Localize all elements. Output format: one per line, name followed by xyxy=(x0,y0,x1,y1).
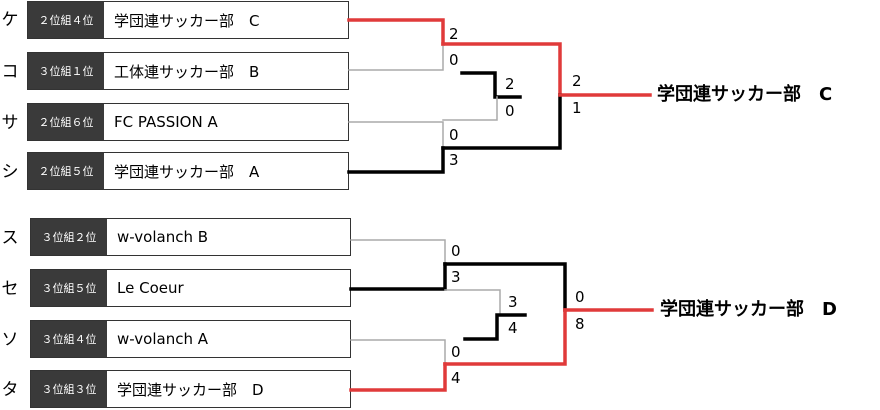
row-letter-ko: コ xyxy=(1,62,19,82)
line-g2-side-top xyxy=(444,289,501,316)
score-g1-r1-top-away: 0 xyxy=(449,51,459,69)
team-box-su: ３位組２位 w-volanch B xyxy=(30,218,351,256)
score-g1-r2-home: 2 xyxy=(505,75,515,93)
team-name: Le Coeur xyxy=(117,279,184,297)
team-name: FC PASSION A xyxy=(114,113,218,131)
row-letter-sa: サ xyxy=(1,113,19,133)
row-letter-so: ソ xyxy=(1,330,19,350)
team-name: 学団連サッカー部 A xyxy=(114,162,260,181)
line-ko-loss xyxy=(348,43,444,71)
row-letter-shi: シ xyxy=(1,162,19,182)
line-g2-final-bottom xyxy=(443,308,567,366)
score-g1-r1-bottom-away: 3 xyxy=(449,151,459,169)
team-box-shi: ２位組５位 学団連サッカー部 A xyxy=(27,152,349,190)
row-letter-se: セ xyxy=(1,279,19,299)
team-name: 学団連サッカー部 D xyxy=(117,380,264,399)
score-g1-final-away: 1 xyxy=(572,99,582,117)
score-g2-r1-bottom-away: 4 xyxy=(451,369,461,387)
score-g2-r1-top-home: 0 xyxy=(451,242,461,260)
line-sa-loss xyxy=(348,121,444,149)
score-g1-final-home: 2 xyxy=(572,72,582,90)
team-name: 工体連サッカー部 B xyxy=(114,62,260,81)
line-se-win xyxy=(349,262,447,291)
line-g1-final-bottom xyxy=(441,93,562,150)
line-g2-final-top xyxy=(443,262,567,312)
team-box-sa: ２位組６位 FC PASSION A xyxy=(27,103,349,141)
team-box-se: ３位組５位 Le Coeur xyxy=(30,269,351,307)
seed-label: ２位組６位 xyxy=(28,104,104,140)
score-g1-r1-top-home: 2 xyxy=(449,25,459,43)
team-box-so: ３位組４位 w-volanch A xyxy=(30,320,351,358)
score-g2-r1-top-away: 3 xyxy=(451,268,461,286)
seed-label: ３位組２位 xyxy=(31,219,107,255)
line-shi-win xyxy=(347,146,445,174)
winner-group-2: 学団連サッカー部 D xyxy=(660,299,837,320)
score-g2-r1-bottom-home: 0 xyxy=(451,343,461,361)
score-g2-final-away: 8 xyxy=(575,315,585,333)
line-ta-win xyxy=(349,362,447,392)
row-letter-ta: タ xyxy=(1,380,19,400)
line-so-loss xyxy=(350,339,446,365)
line-g1-side-top xyxy=(460,71,522,99)
team-box-ta: ３位組３位 学団連サッカー部 D xyxy=(30,370,351,408)
score-g2-final-home: 0 xyxy=(575,288,585,306)
team-name: 学団連サッカー部 C xyxy=(114,11,260,30)
seed-label: ３位組１位 xyxy=(28,53,104,89)
seed-label: ３位組５位 xyxy=(31,270,107,306)
score-g1-r2-away: 0 xyxy=(505,102,515,120)
score-g2-r2-away: 4 xyxy=(508,319,518,337)
row-letter-ke: ケ xyxy=(1,10,19,30)
score-g2-r2-home: 3 xyxy=(508,293,518,311)
row-letter-su: ス xyxy=(1,228,19,248)
team-name: w-volanch B xyxy=(117,228,209,246)
seed-label: ２位組５位 xyxy=(28,153,104,189)
seed-label: ３位組３位 xyxy=(31,371,107,407)
seed-label: ３位組４位 xyxy=(31,321,107,357)
line-g2-side-bottom xyxy=(463,313,527,341)
team-name: w-volanch A xyxy=(117,330,208,348)
line-ke-win xyxy=(347,18,445,46)
score-g1-r1-bottom-home: 0 xyxy=(449,126,459,144)
team-box-ko: ３位組１位 工体連サッカー部 B xyxy=(27,52,349,90)
seed-label: ２位組４位 xyxy=(28,2,104,38)
line-g1-final-top xyxy=(441,42,562,97)
line-su-loss xyxy=(350,239,446,265)
line-g1-side-bottom xyxy=(442,96,498,121)
winner-group-1: 学団連サッカー部 C xyxy=(657,84,833,105)
